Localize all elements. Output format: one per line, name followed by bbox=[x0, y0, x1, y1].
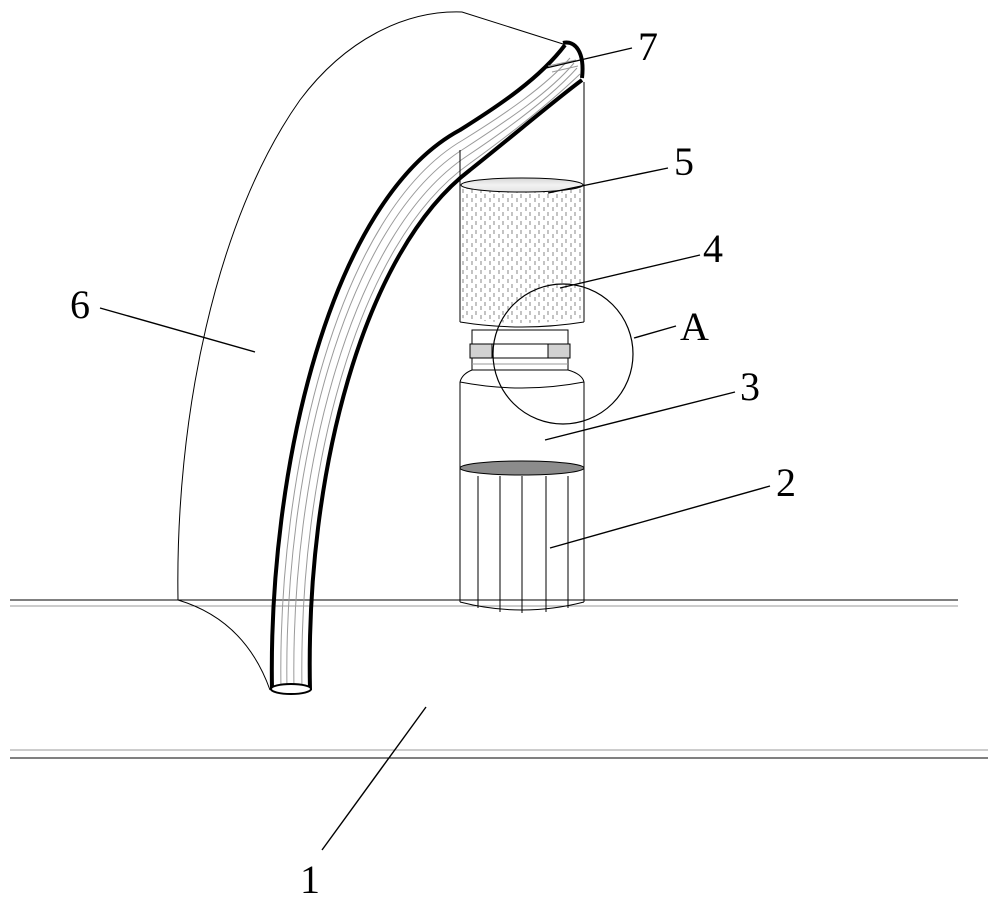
bent-tube bbox=[269, 40, 585, 695]
lower-cup bbox=[459, 369, 585, 476]
label-part-1: 1 bbox=[300, 857, 320, 902]
label-part-6: 6 bbox=[70, 282, 90, 327]
label-detail-a: A bbox=[680, 304, 709, 349]
label-part-7: 7 bbox=[638, 24, 658, 69]
label-part-5: 5 bbox=[674, 139, 694, 184]
base-plate bbox=[10, 599, 988, 759]
label-part-2: 2 bbox=[776, 460, 796, 505]
label-part-4: 4 bbox=[703, 226, 723, 271]
arched-support bbox=[177, 11, 564, 691]
label-part-3: 3 bbox=[740, 364, 760, 409]
ribbed-base bbox=[459, 472, 585, 613]
leader-lines bbox=[99, 47, 771, 851]
upper-container bbox=[459, 82, 585, 328]
coupling-sleeve bbox=[469, 329, 571, 371]
detail-circle-a bbox=[492, 283, 634, 425]
